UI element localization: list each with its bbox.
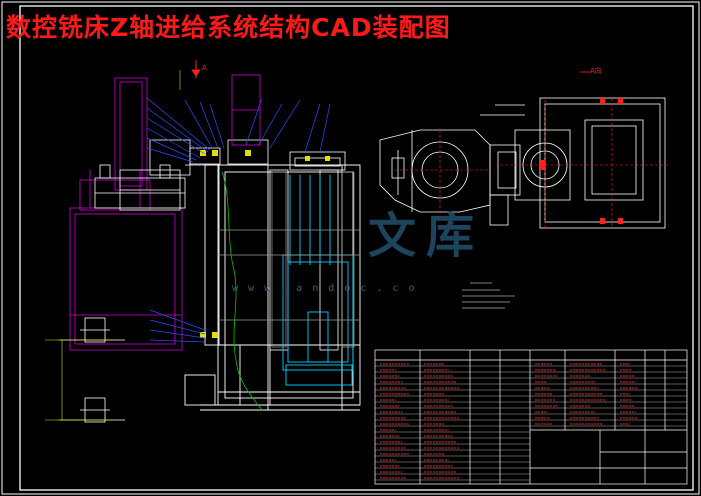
- tech-notes: [462, 282, 515, 309]
- servo-motor: [69, 77, 183, 351]
- side-view-hidden: [395, 130, 488, 212]
- watermark-url: w w w . a n d o c . c o: [232, 283, 417, 294]
- encoder-housing: [231, 74, 261, 146]
- drawing-title: 数控铣床Z轴进给系统结构CAD装配图: [6, 13, 451, 42]
- bearing-marks: [200, 150, 330, 338]
- bom-rows: [375, 365, 687, 481]
- guide-rails: [218, 171, 360, 348]
- cover-contour: [221, 171, 263, 411]
- top-bearing-seat: [185, 139, 360, 351]
- bom-text-marks: [380, 363, 638, 479]
- sheet-inner-frame: [19, 5, 694, 491]
- view-label-a-view: A向: [590, 67, 602, 75]
- title-block: [374, 349, 688, 485]
- motor-flange: [60, 164, 186, 423]
- dimension-lines: [45, 62, 197, 421]
- front-view-marks: [540, 98, 623, 224]
- front-view-section: [480, 97, 666, 229]
- view-arrows: [191, 60, 590, 77]
- view-label-a: A: [202, 64, 207, 72]
- leader-lines: [146, 97, 331, 343]
- ball-screw: [282, 175, 354, 386]
- watermark-logo-text: 文库: [368, 208, 485, 264]
- front-view-hidden: [500, 98, 670, 228]
